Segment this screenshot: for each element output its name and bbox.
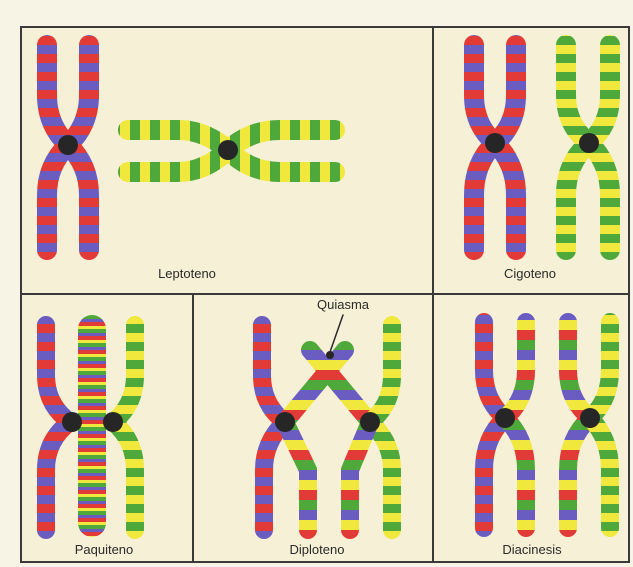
panel-label-diploteno: Diploteno <box>290 542 345 557</box>
panel-label-diacinesis: Diacinesis <box>502 542 561 557</box>
chiasma-point <box>326 351 334 359</box>
panel-label-leptoteno: Leptoteno <box>158 266 216 281</box>
panel-label-paquiteno: Paquiteno <box>75 542 134 557</box>
panel-label-cigoteno: Cigoteno <box>504 266 556 281</box>
chiasma-label: Quiasma <box>317 297 369 312</box>
paquiteno-synapsed-pair <box>78 315 106 537</box>
